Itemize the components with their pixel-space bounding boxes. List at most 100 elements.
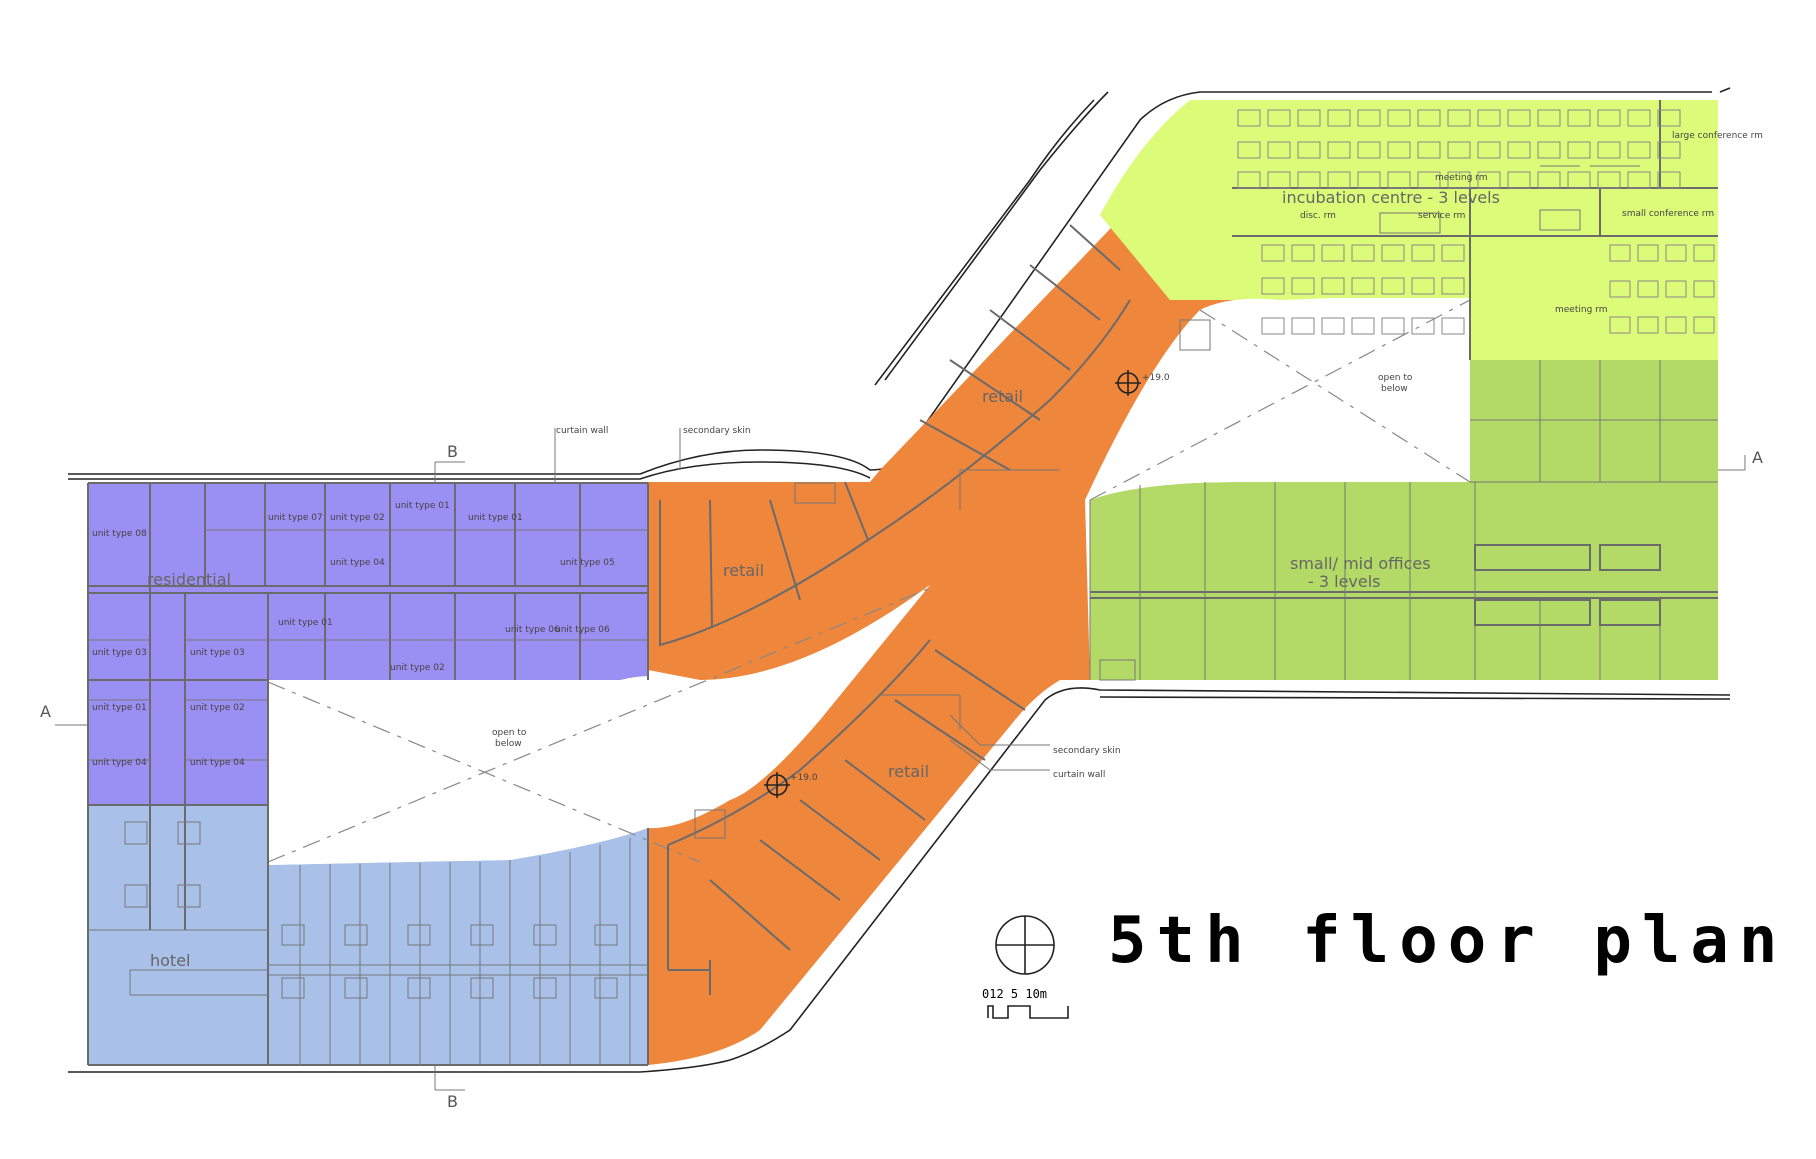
section-mark-a-right: A xyxy=(1752,448,1763,467)
section-mark-a-left: A xyxy=(40,702,51,721)
desk-cluster xyxy=(1321,317,1345,335)
scale-bar-labels: 012 5 10m xyxy=(982,987,1047,1001)
unit-label: unit type 06 xyxy=(505,625,560,635)
incubation-desks xyxy=(1237,109,1715,335)
desk-cluster xyxy=(1447,109,1471,127)
desk-cluster xyxy=(1321,244,1345,262)
desk-cluster xyxy=(1351,317,1375,335)
desk-cluster xyxy=(1627,141,1651,159)
zone-label-retail-north: retail xyxy=(982,387,1023,406)
void-label-left-line1: open to xyxy=(492,728,527,738)
section-mark-b-top: B xyxy=(447,442,458,461)
desk-cluster xyxy=(1609,316,1631,334)
desk-cluster xyxy=(1327,141,1351,159)
unit-label: unit type 05 xyxy=(560,558,615,568)
unit-label: unit type 01 xyxy=(92,703,147,713)
zone-label-retail-south: retail xyxy=(888,762,929,781)
offices-walls xyxy=(1089,360,1718,681)
room-label-disc: disc. rm xyxy=(1300,211,1336,221)
unit-label: unit type 03 xyxy=(92,648,147,658)
desk-cluster xyxy=(1693,244,1715,262)
void-label-left-line2: below xyxy=(495,739,522,749)
unit-label: unit type 04 xyxy=(190,758,245,768)
desk-cluster xyxy=(1261,244,1285,262)
desk-cluster xyxy=(1297,171,1321,189)
desk-cluster xyxy=(1447,171,1471,189)
desk-cluster xyxy=(1237,171,1261,189)
north-arrow-icon xyxy=(995,915,1055,975)
desk-cluster xyxy=(1267,109,1291,127)
desk-cluster xyxy=(1609,280,1631,298)
unit-label: unit type 08 xyxy=(92,529,147,539)
desk-cluster xyxy=(1567,171,1591,189)
hotel-wing-fill xyxy=(88,805,268,1065)
room-label-service: service rm xyxy=(1418,211,1465,221)
residential-wing-fill xyxy=(88,680,268,805)
desk-cluster xyxy=(1567,109,1591,127)
desk-cluster xyxy=(1297,141,1321,159)
annotation-level-lower: +19.0 xyxy=(790,773,818,783)
desk-cluster xyxy=(1657,109,1681,127)
desk-cluster xyxy=(1507,141,1531,159)
desk-cluster xyxy=(1665,280,1687,298)
desk-cluster xyxy=(1357,171,1381,189)
void-markers xyxy=(267,299,1471,863)
desk-cluster xyxy=(1537,109,1561,127)
desk-cluster xyxy=(1237,109,1261,127)
desk-cluster xyxy=(1627,171,1651,189)
retail-fill xyxy=(648,208,1280,1065)
room-label-small-conference: small conference rm xyxy=(1622,209,1714,219)
desk-cluster xyxy=(1609,244,1631,262)
desk-cluster xyxy=(1261,277,1285,295)
hotel-fill xyxy=(268,828,648,1065)
desk-cluster xyxy=(1441,277,1465,295)
desk-cluster xyxy=(1665,244,1687,262)
unit-label: unit type 04 xyxy=(330,558,385,568)
annotation-level-upper: +19.0 xyxy=(1142,373,1170,383)
unit-label: unit type 06 xyxy=(555,625,610,635)
unit-labels: unit type 08 unit type 07 unit type 02 u… xyxy=(92,501,615,768)
annotation-curtain-wall-bottom: curtain wall xyxy=(1053,770,1105,780)
room-label-meeting-2: meeting rm xyxy=(1555,305,1607,315)
unit-label: unit type 07 xyxy=(268,513,323,523)
desk-cluster xyxy=(1381,277,1405,295)
desk-cluster xyxy=(1291,317,1315,335)
desk-cluster xyxy=(1447,141,1471,159)
desk-cluster xyxy=(1417,171,1441,189)
unit-label: unit type 01 xyxy=(468,513,523,523)
zone-label-offices-line1: small/ mid offices xyxy=(1290,554,1431,573)
desk-cluster xyxy=(1387,109,1411,127)
desk-cluster xyxy=(1291,277,1315,295)
unit-label: unit type 01 xyxy=(278,618,333,628)
desk-cluster xyxy=(1665,316,1687,334)
desk-cluster xyxy=(1597,109,1621,127)
zone-label-offices-line2: - 3 levels xyxy=(1308,572,1381,591)
right-void xyxy=(1090,298,1470,500)
void-label-right-line1: open to xyxy=(1378,373,1413,383)
leader-lines xyxy=(554,428,1050,771)
desk-cluster xyxy=(1597,171,1621,189)
annotation-secondary-skin-top: secondary skin xyxy=(683,426,751,436)
unit-label: unit type 02 xyxy=(330,513,385,523)
desk-cluster xyxy=(1693,316,1715,334)
desk-cluster xyxy=(1417,141,1441,159)
section-marks xyxy=(55,455,1746,1091)
void-label-right-line2: below xyxy=(1381,384,1408,394)
hotel-pods xyxy=(124,821,618,999)
desk-cluster xyxy=(1537,141,1561,159)
desk-cluster xyxy=(1507,171,1531,189)
desk-cluster xyxy=(1477,171,1501,189)
desk-cluster xyxy=(1411,277,1435,295)
desk-cluster xyxy=(1417,109,1441,127)
desk-cluster xyxy=(1291,244,1315,262)
hotel-walls xyxy=(88,805,649,1066)
building-envelope xyxy=(68,87,1731,1073)
desk-cluster xyxy=(1321,277,1345,295)
residential-fill xyxy=(88,483,648,680)
desk-cluster xyxy=(1567,141,1591,159)
zone-label-incubation: incubation centre - 3 levels xyxy=(1282,188,1500,207)
room-label-large-conference: large conference rm xyxy=(1672,131,1763,141)
desk-cluster xyxy=(1507,109,1531,127)
desk-cluster xyxy=(1381,317,1405,335)
